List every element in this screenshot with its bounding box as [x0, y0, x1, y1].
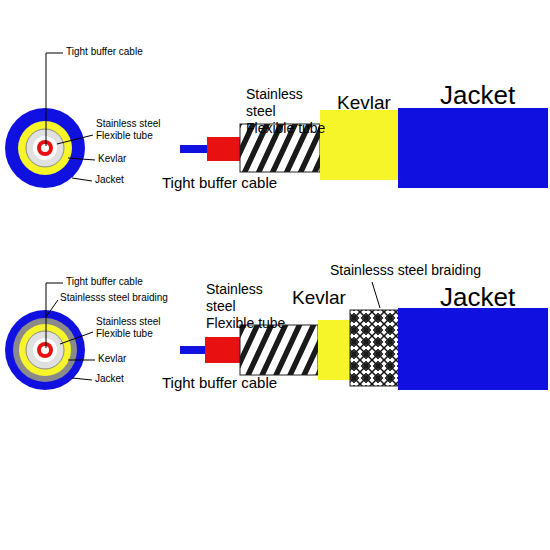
part-label: Kevlar — [337, 92, 391, 115]
part-label: Kevlar — [292, 287, 346, 310]
part-label: Kevlar — [98, 353, 126, 365]
part-label: Stainless steel Flexible tube — [246, 86, 326, 136]
leader-lines — [46, 53, 95, 181]
part-label: Stainless steel Flexible tube — [96, 316, 168, 340]
part-label: Tight buffer cable — [66, 46, 143, 58]
part-label: Stainless steel Flexible tube — [206, 281, 286, 331]
cross-section — [5, 108, 85, 188]
part-label: Kevlar — [98, 153, 126, 165]
part-label: Jacket — [95, 174, 124, 186]
part-label: Stainless steel Flexible tube — [96, 118, 168, 142]
part-label: Stainlesss steel braiding — [60, 292, 168, 304]
part-label: Tight buffer cable — [162, 374, 277, 392]
cable-side-view — [180, 282, 548, 390]
part-label: Tight buffer cable — [162, 174, 277, 192]
part-label: Jacket — [95, 373, 124, 385]
part-label: Jacket — [440, 80, 515, 111]
part-label: Stainlesss steel braiding — [330, 262, 481, 279]
part-label: Tight buffer cable — [66, 276, 143, 288]
part-label: Jacket — [440, 282, 515, 313]
